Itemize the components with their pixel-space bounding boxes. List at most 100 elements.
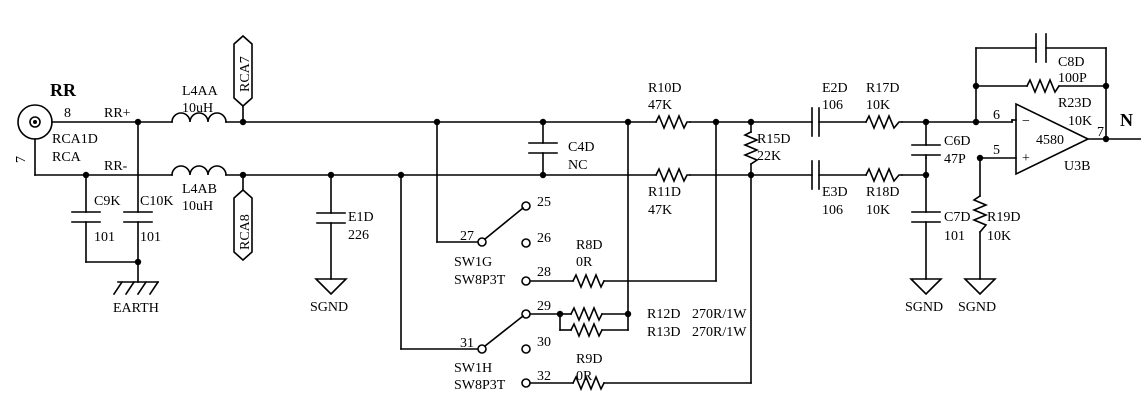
e3d-ref: E3D — [822, 185, 848, 200]
sw1h-pin31: 31 — [460, 336, 474, 351]
l4ab-value: 10uH — [182, 199, 213, 214]
c8d-value: 100P — [1058, 71, 1087, 86]
cap-c7d — [911, 211, 941, 223]
r18d-ref: R18D — [866, 185, 899, 200]
sw1h-type: SW8P3T — [454, 378, 506, 393]
r10d-value: 47K — [648, 98, 672, 113]
r8d-ref: R8D — [576, 238, 602, 253]
c4d-ref: C4D — [568, 140, 594, 155]
cap-c4d — [528, 142, 558, 154]
net-rr-pos: RR+ — [104, 106, 131, 121]
opamp-ref: U3B — [1064, 159, 1090, 174]
c10k-value: 101 — [140, 230, 161, 245]
inductor-l4ab — [171, 165, 227, 176]
e2d-value: 106 — [822, 98, 843, 113]
cap-e3d — [811, 160, 820, 190]
opamp-pin6: 6 — [993, 108, 1000, 123]
resistor-r17d — [864, 113, 903, 131]
switch-sw1h — [477, 309, 531, 388]
e3d-value: 106 — [822, 203, 843, 218]
cap-c9k — [71, 211, 101, 223]
r9d-value: 0R — [576, 369, 593, 384]
connector-title: RR — [50, 80, 77, 100]
output-label: N — [1120, 110, 1133, 130]
r8d-value: 0R — [576, 255, 593, 270]
sgnd-symbol — [963, 278, 997, 296]
rca7-label: RCA7 — [238, 56, 253, 92]
sw1g-ref: SW1G — [454, 255, 492, 270]
connector-ref: RCA1D — [52, 132, 98, 147]
sgnd-label: SGND — [310, 300, 348, 315]
r15d-value: 22K — [757, 149, 781, 164]
opamp-pin5: 5 — [993, 143, 1000, 158]
cap-e2d — [811, 107, 820, 137]
e1d-value: 226 — [348, 228, 369, 243]
net-flag-rca8 — [233, 188, 253, 262]
resistor-r10d — [654, 113, 691, 131]
resistor-r15d — [742, 130, 760, 166]
resistor-r8d — [571, 272, 606, 290]
l4ab-ref: L4AB — [182, 182, 217, 197]
opamp-pin7: 7 — [1097, 125, 1104, 140]
r12d-ref: R12D — [647, 307, 680, 322]
opamp-part: 4580 — [1036, 133, 1064, 148]
cap-c10k — [123, 211, 153, 223]
resistor-r11d — [654, 166, 691, 184]
r18d-value: 10K — [866, 203, 890, 218]
r9d-ref: R9D — [576, 352, 602, 367]
sw1h-pin29: 29 — [537, 299, 551, 314]
sw1g-type: SW8P3T — [454, 273, 506, 288]
r10d-ref: R10D — [648, 81, 681, 96]
resistor-r23d — [1025, 77, 1061, 95]
sw1h-pin32: 32 — [537, 369, 551, 384]
r19d-ref: R19D — [987, 210, 1020, 225]
c7d-ref: C7D — [944, 210, 970, 225]
earth-label: EARTH — [113, 301, 159, 316]
connector-pin7: 7 — [14, 156, 29, 163]
sw1g-pin25: 25 — [537, 195, 551, 210]
r13d-ref: R13D — [647, 325, 680, 340]
resistor-r19d — [971, 194, 989, 234]
c9k-value: 101 — [94, 230, 115, 245]
opamp-minus: − — [1022, 114, 1030, 129]
inductor-l4aa — [171, 112, 227, 123]
rca-connector — [17, 104, 53, 140]
sgnd-symbol — [909, 278, 943, 296]
c6d-ref: C6D — [944, 134, 970, 149]
resistor-r9d — [571, 374, 606, 392]
c8d-ref: C8D — [1058, 55, 1084, 70]
switch-sw1g — [477, 201, 531, 286]
cap-e1d — [316, 212, 346, 224]
resistors-r12d-r13d — [530, 305, 629, 339]
r17d-ref: R17D — [866, 81, 899, 96]
r13d-value: 270R/1W — [692, 325, 747, 340]
resistor-r18d — [864, 166, 903, 184]
c4d-value: NC — [568, 158, 587, 173]
sgnd-label: SGND — [958, 300, 996, 315]
sw1g-pin28: 28 — [537, 265, 551, 280]
c6d-value: 47P — [944, 152, 966, 167]
earth-symbol — [112, 261, 160, 296]
opamp-plus: + — [1022, 151, 1030, 166]
cap-c6d — [911, 144, 941, 156]
junction-dots — [82, 82, 1110, 318]
connector-pin8: 8 — [64, 106, 71, 121]
r19d-value: 10K — [987, 229, 1011, 244]
net-rr-neg: RR- — [104, 159, 128, 174]
r15d-ref: R15D — [757, 132, 790, 147]
l4aa-ref: L4AA — [182, 84, 219, 99]
e1d-ref: E1D — [348, 210, 374, 225]
c9k-ref: C9K — [94, 194, 120, 209]
sw1h-ref: SW1H — [454, 361, 492, 376]
e2d-ref: E2D — [822, 81, 848, 96]
r11d-value: 47K — [648, 203, 672, 218]
cap-c8d — [1035, 33, 1047, 63]
r12d-value: 270R/1W — [692, 307, 747, 322]
sgnd-label: SGND — [905, 300, 943, 315]
r11d-ref: R11D — [648, 185, 681, 200]
sw1g-pin26: 26 — [537, 231, 551, 246]
sw1h-pin30: 30 — [537, 335, 551, 350]
rca8-label: RCA8 — [238, 214, 253, 250]
opamp-u3b — [1015, 102, 1090, 176]
